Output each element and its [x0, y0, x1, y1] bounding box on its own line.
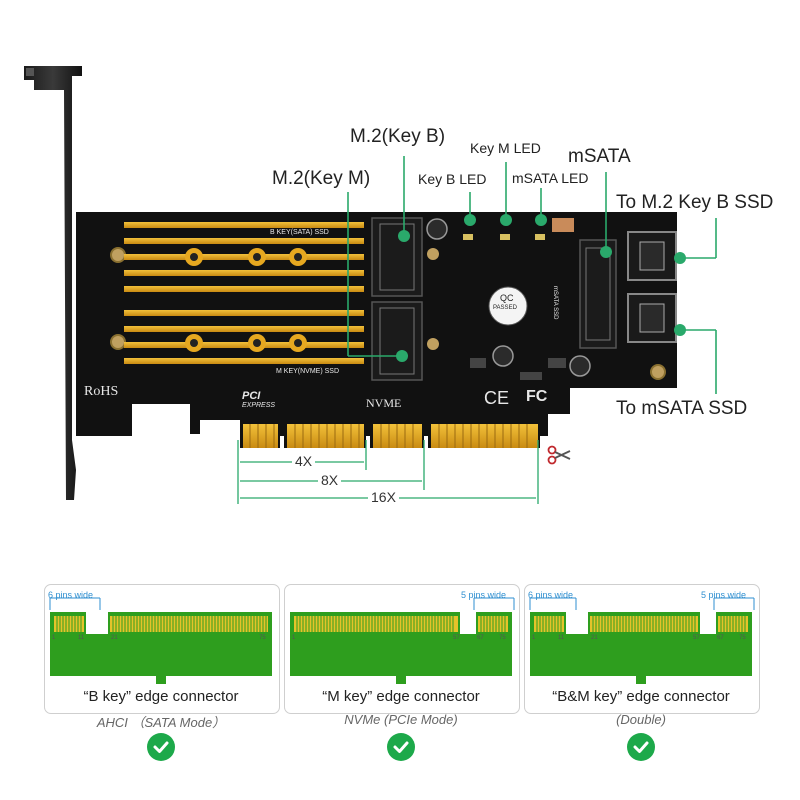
b-key-pin-21: 21 — [111, 635, 118, 641]
qc-sticker-text-bottom: PASSED — [493, 305, 517, 311]
callout-m2-key-m: M.2(Key M) — [272, 168, 371, 189]
m-key-pins-note: 5 pins wide — [461, 590, 507, 600]
callout-leader-lines — [347, 156, 717, 394]
mounting-bracket — [24, 66, 82, 500]
pci-express-logo-top: PCI — [242, 390, 261, 402]
b-key-pins-note: 6 pins wide — [48, 590, 94, 600]
b-key-caption: “B key” edge connector — [83, 688, 239, 705]
ce-mark: CE — [484, 388, 510, 408]
qc-sticker-text-top: QC — [500, 293, 514, 303]
callout-dots — [396, 214, 686, 362]
m-key-check-icon — [387, 733, 415, 761]
bm-key-check-icon — [627, 733, 655, 761]
bm-key-pin-21: 21 — [591, 635, 598, 641]
board-label-b-key: B KEY(SATA) SSD — [270, 229, 329, 236]
msata-ssd-board-label: mSATA SSD — [552, 286, 558, 320]
bm-key-pin-75: 75 — [739, 635, 746, 641]
m-key-pin-75: 75 — [499, 635, 506, 641]
b-key-check-icon — [147, 733, 175, 761]
bm-key-subtitle: (Double) — [616, 712, 666, 727]
lane-label-16x: 16X — [368, 489, 399, 505]
bm-key-left-pins-note: 6 pins wide — [528, 590, 574, 600]
b-key-pin-11: 11 — [78, 635, 85, 641]
pcb-board — [76, 212, 677, 436]
fc-mark: FC — [526, 388, 548, 405]
callout-msata: mSATA — [568, 146, 631, 167]
b-key-pin-75: 75 — [259, 635, 266, 641]
b-key-connector-diagram — [49, 597, 272, 684]
bm-key-pin-57: 57 — [693, 635, 700, 641]
key-m-led — [500, 234, 510, 240]
b-key-subtitle: AHCI （SATA Mode） — [96, 715, 226, 730]
bm-key-pin-11: 11 — [558, 635, 565, 641]
callout-key-b-led: Key B LED — [418, 171, 487, 187]
b-key-ssd-pads — [124, 222, 364, 292]
expansion-card-photo — [24, 66, 717, 504]
callout-msata-led: mSATA LED — [512, 170, 589, 186]
bm-key-pin-1: 1 — [532, 635, 536, 641]
nvme-board-label: NVME — [366, 396, 402, 410]
m-key-pin-67: 67 — [477, 635, 484, 641]
bm-key-right-pins-note: 5 pins wide — [701, 590, 747, 600]
callout-to-msata-ssd: To mSATA SSD — [616, 398, 748, 419]
m-key-pin-1: 1 — [292, 635, 296, 641]
m-key-pin-57: 57 — [453, 635, 460, 641]
board-label-m-key: M KEY(NVME) SSD — [276, 368, 340, 375]
m-key-ssd-pads — [124, 310, 364, 364]
bm-key-caption: “B&M key” edge connector — [552, 688, 730, 705]
qc-sticker — [488, 286, 528, 326]
key-b-led — [463, 234, 473, 240]
msata-socket — [579, 239, 617, 349]
m-key-caption: “M key” edge connector — [322, 688, 480, 705]
msata-led — [535, 234, 545, 240]
lane-label-8x: 8X — [318, 472, 342, 488]
pcie-gold-fingers — [240, 420, 540, 448]
b-key-pin-1: 1 — [52, 635, 56, 641]
m-key-subtitle: NVMe (PCIe Mode) — [344, 712, 458, 727]
callout-m2-key-b: M.2(Key B) — [350, 126, 446, 147]
rohs-mark: RoHS — [84, 384, 119, 399]
callout-key-m-led: Key M LED — [470, 140, 541, 156]
lane-label-4x: 4X — [292, 453, 316, 469]
bm-key-pin-67: 67 — [717, 635, 724, 641]
m-key-connector-diagram — [290, 597, 515, 684]
pci-express-logo-bottom: EXPRESS — [242, 402, 276, 409]
callout-to-m2-key-b-ssd: To M.2 Key B SSD — [616, 192, 774, 213]
scissors-icon — [547, 445, 571, 465]
bm-key-connector-diagram — [529, 597, 755, 684]
